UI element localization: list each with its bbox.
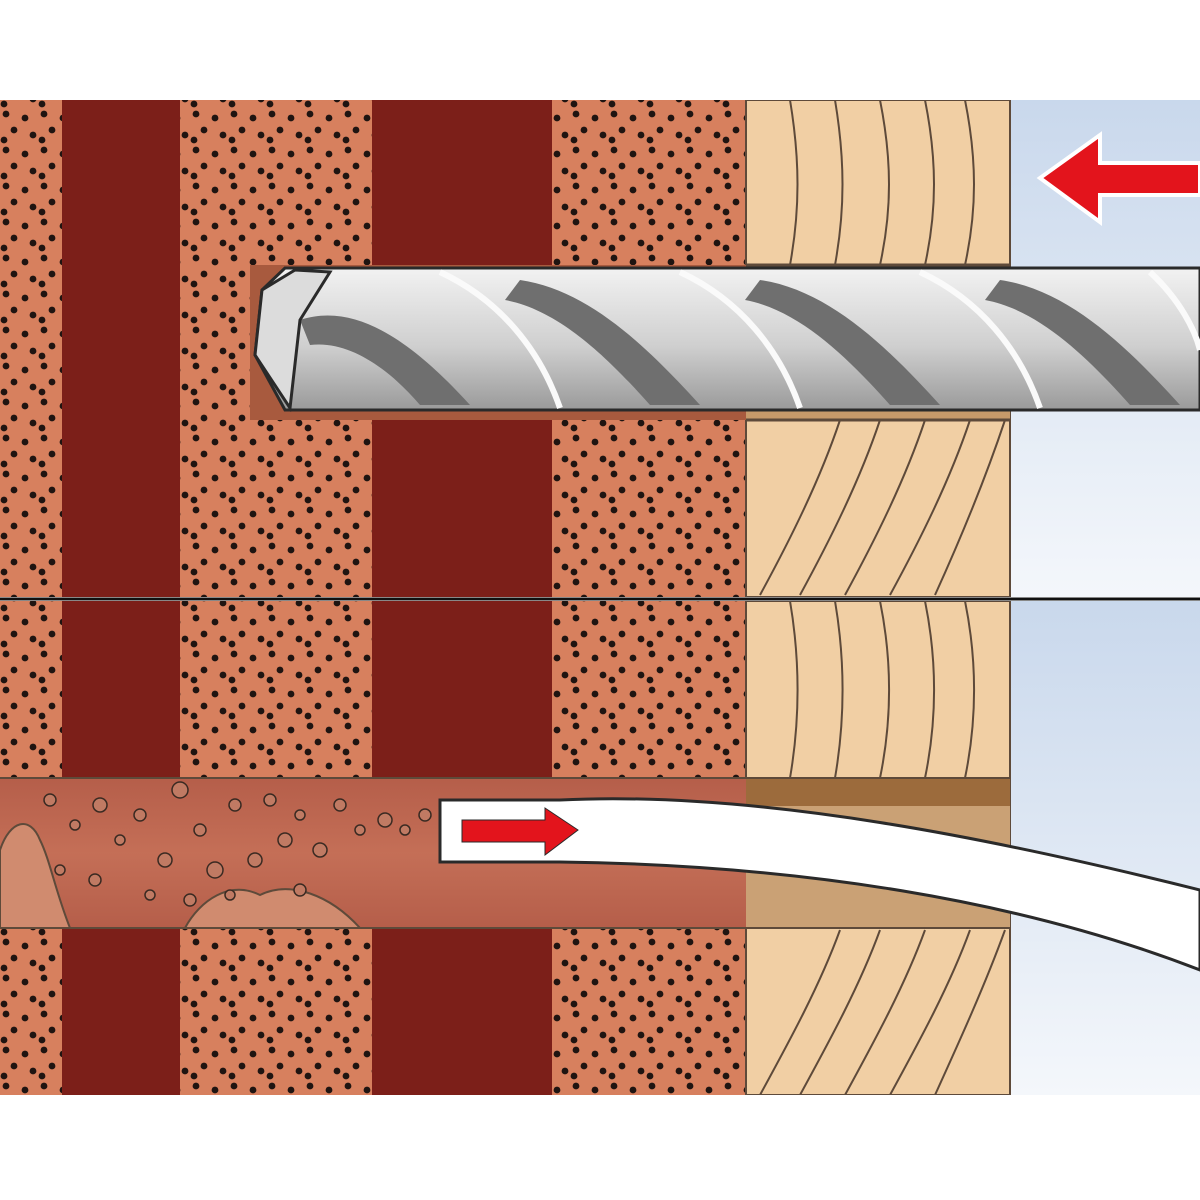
right-arrow-icon — [461, 807, 579, 857]
air-region-2 — [1010, 601, 1200, 1095]
wood-grain — [759, 100, 1006, 596]
mortar-web-1 — [62, 100, 180, 597]
panel-cleaning — [0, 601, 1200, 1095]
cleaning-tube — [438, 797, 1200, 972]
debris-left — [0, 823, 72, 929]
dust-particles — [43, 781, 432, 907]
panel-drilling — [0, 100, 1200, 597]
drill-bit — [253, 266, 1200, 413]
left-arrow-icon — [1036, 131, 1200, 226]
